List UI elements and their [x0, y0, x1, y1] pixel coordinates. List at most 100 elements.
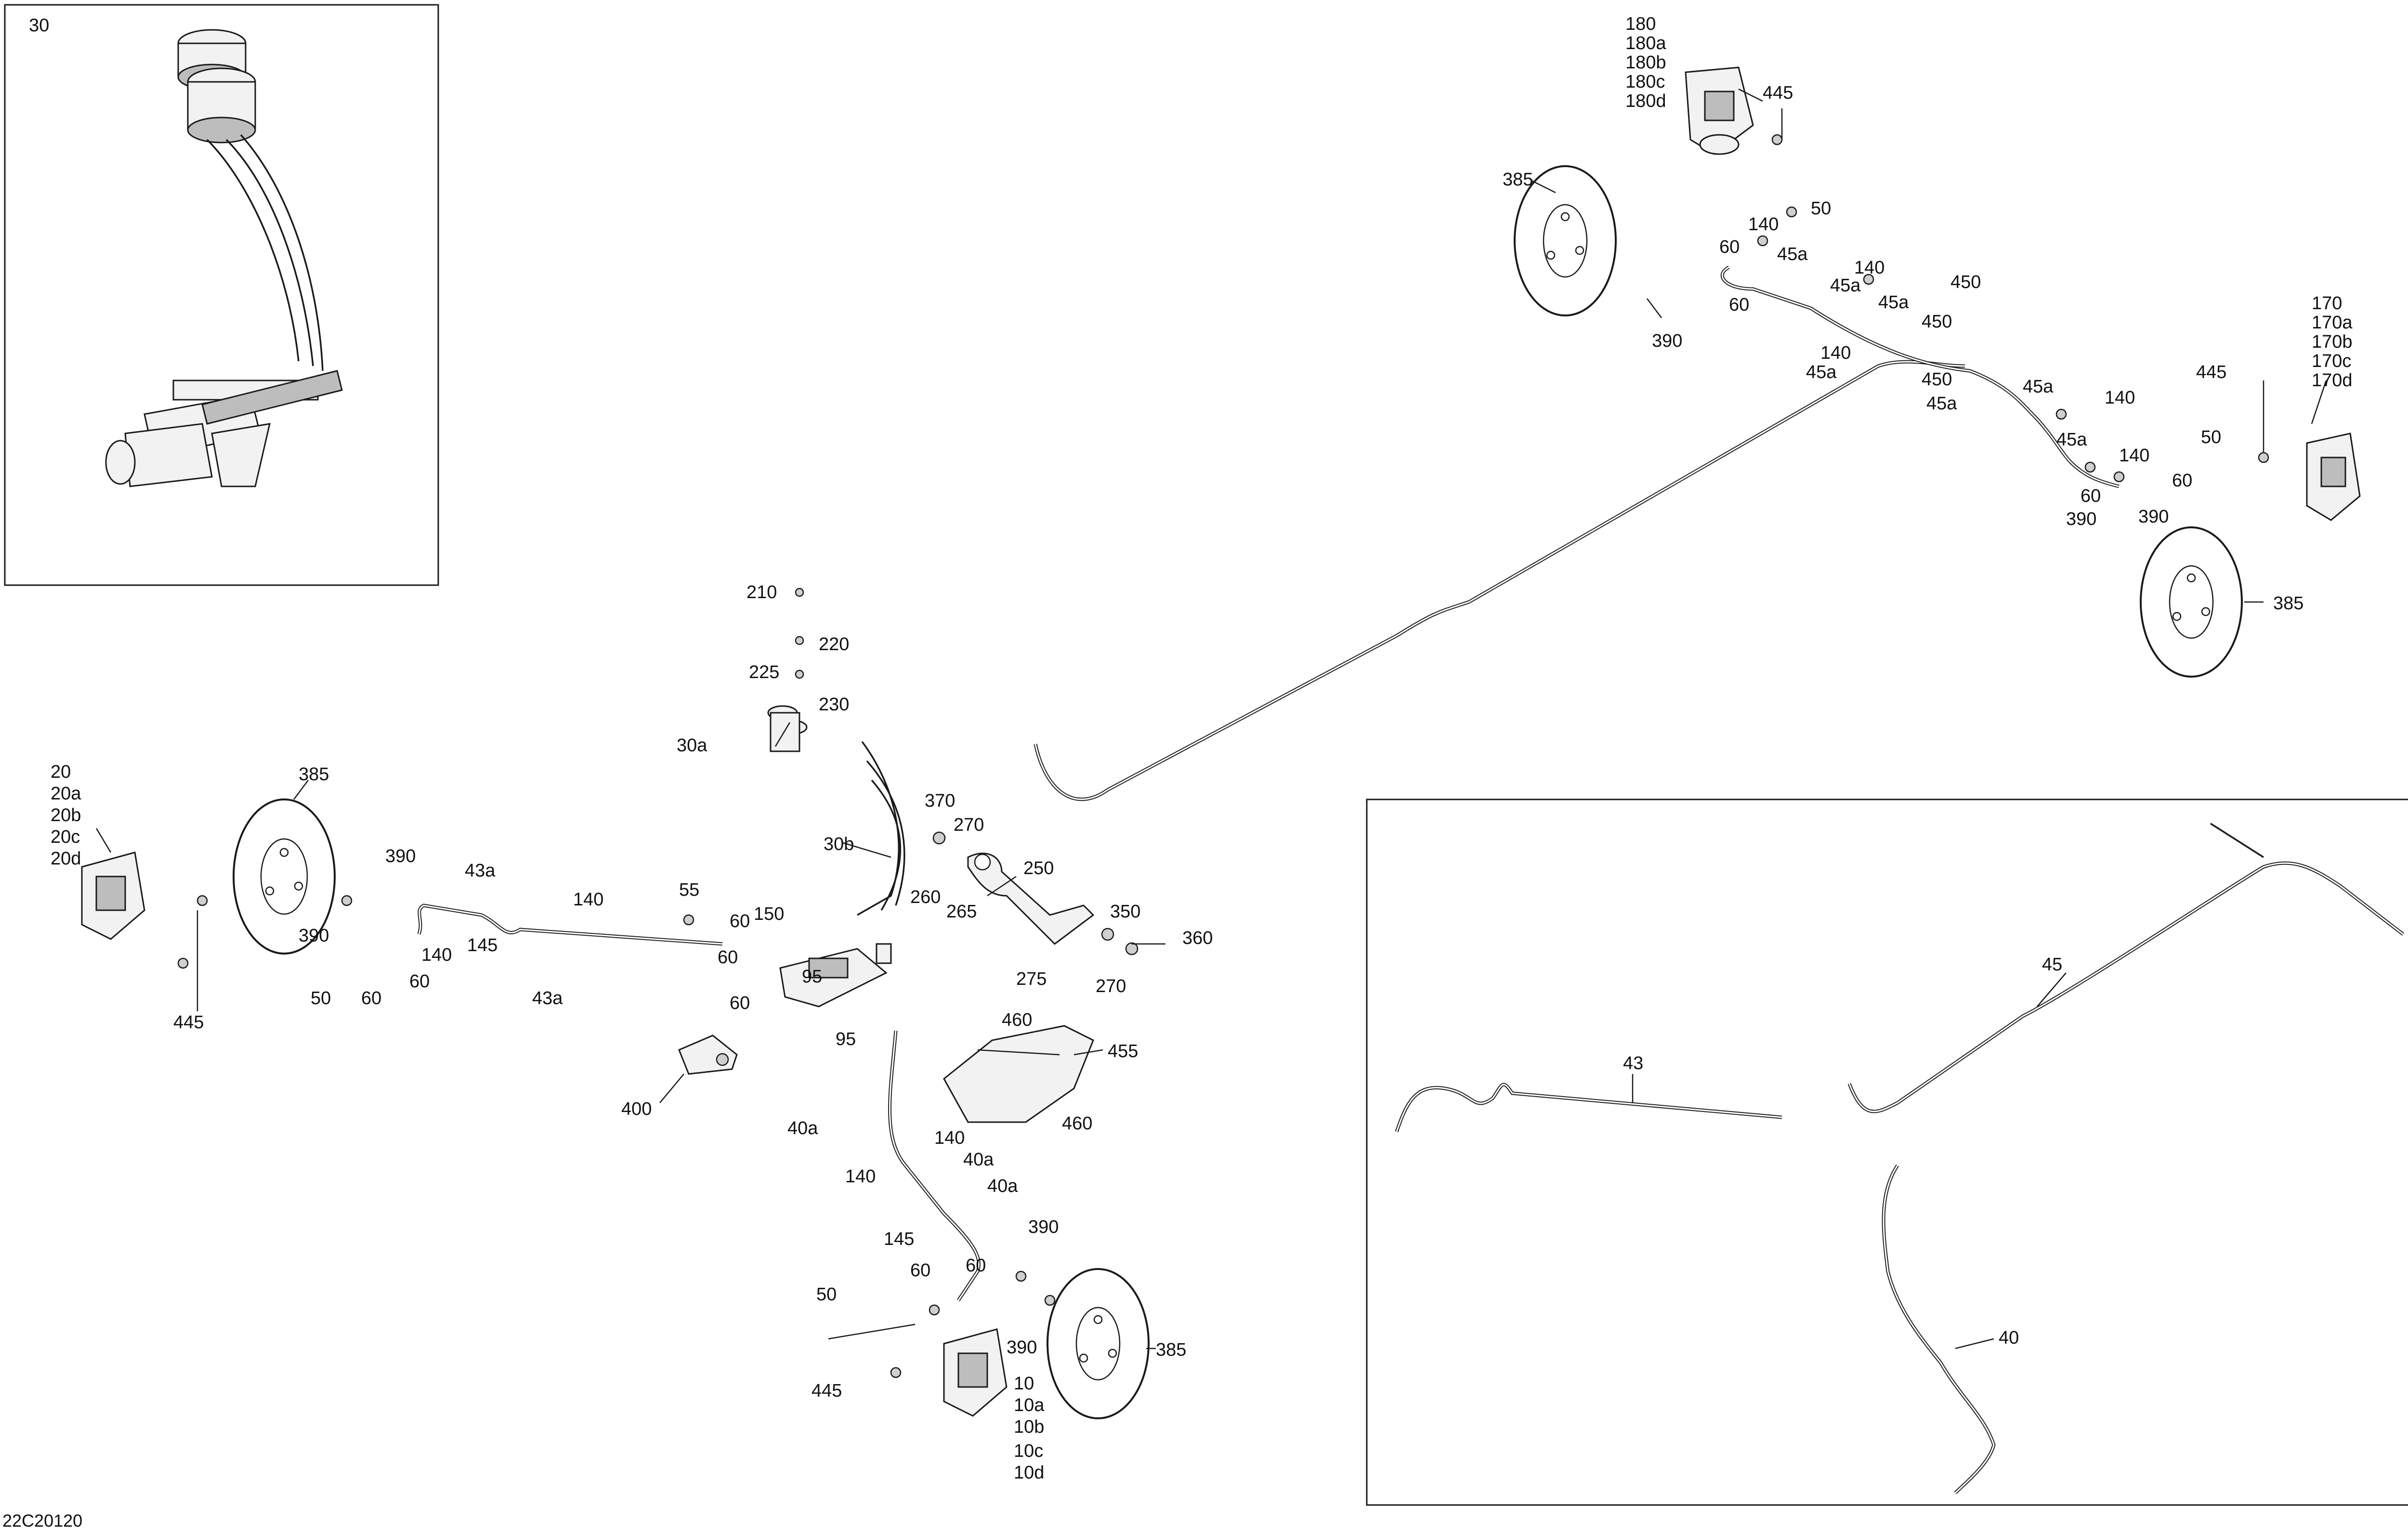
callout-30a: 30a	[677, 735, 707, 756]
callout-460-b: 460	[1062, 1113, 1092, 1134]
callout-150: 150	[754, 904, 784, 924]
callout-390-rear-left-b: 390	[2138, 507, 2169, 527]
callout-10b: 10b	[1014, 1417, 1044, 1437]
callout-45a-b: 45a	[1830, 275, 1861, 296]
callout-220: 220	[819, 634, 849, 654]
callout-20c: 20c	[51, 827, 80, 847]
callout-10: 10	[1014, 1374, 1034, 1394]
callout-40a-a: 40a	[787, 1118, 818, 1138]
callout-445-rear-right: 445	[1763, 83, 1793, 103]
callout-145-a: 145	[467, 935, 497, 955]
callout-180: 180	[1625, 14, 1656, 34]
callout-390-front-right-a: 390	[1028, 1217, 1059, 1237]
callout-385-front-left: 385	[299, 764, 329, 785]
callout-455: 455	[1108, 1041, 1138, 1061]
callout-460-a: 460	[1002, 1010, 1032, 1030]
callout-140-d: 140	[2105, 388, 2135, 408]
callout-60-i: 60	[730, 993, 750, 1013]
callout-60-j: 60	[910, 1260, 930, 1281]
callout-170b: 170b	[2312, 332, 2353, 352]
callout-60-k: 60	[966, 1256, 986, 1276]
callout-140-f: 140	[573, 890, 603, 910]
callout-60-b: 60	[1729, 295, 1749, 315]
callout-45: 45	[2042, 955, 2062, 975]
callout-450-b: 450	[1922, 312, 1952, 332]
callout-180a: 180a	[1625, 33, 1666, 53]
callout-20d: 20d	[51, 849, 81, 869]
callout-60-d: 60	[2081, 486, 2101, 506]
callout-270-b: 270	[1096, 976, 1126, 996]
callout-50-b: 50	[2201, 427, 2221, 447]
callout-250: 250	[1023, 858, 1054, 878]
callout-55: 55	[679, 880, 699, 900]
callout-170: 170	[2312, 293, 2342, 314]
callout-140-a: 140	[1748, 214, 1779, 235]
brake-hoses-30b	[857, 741, 905, 916]
callout-230: 230	[819, 694, 849, 715]
callout-95-b: 95	[836, 1029, 856, 1049]
callout-370: 370	[925, 791, 955, 811]
callout-45a-f: 45a	[2023, 377, 2054, 397]
callout-260: 260	[910, 887, 941, 907]
callout-50-a: 50	[1811, 198, 1831, 219]
callout-20a: 20a	[51, 784, 81, 804]
callout-43a-b: 43a	[532, 988, 563, 1008]
master-cylinder-body	[779, 943, 892, 1008]
callout-390-rear-left-a: 390	[2066, 509, 2096, 529]
line-40-illustration	[1882, 1165, 1996, 1494]
callout-40a-b: 40a	[963, 1150, 994, 1170]
callout-350: 350	[1110, 902, 1140, 922]
rear-right-caliper-illustration	[1685, 66, 1754, 155]
callout-60-a: 60	[1719, 237, 1740, 257]
callout-360: 360	[1182, 928, 1213, 948]
callout-140-e: 140	[2119, 445, 2149, 466]
callout-170c: 170c	[2312, 351, 2351, 371]
front-left-brake-disc	[233, 798, 336, 955]
rear-right-brake-disc	[1514, 165, 1617, 316]
callout-170a: 170a	[2312, 313, 2353, 333]
inset-frame-master-cylinder	[4, 4, 439, 586]
callout-390-front-left-b: 390	[299, 926, 329, 946]
front-right-caliper-illustration	[943, 1328, 1008, 1417]
callout-60-c: 60	[2172, 471, 2192, 491]
callout-385-rear-right: 385	[1503, 170, 1533, 190]
inset-label-30: 30	[29, 15, 49, 36]
callout-45a-d: 45a	[1806, 362, 1837, 382]
callout-50-d: 50	[816, 1284, 837, 1305]
callout-390-front-right-b: 390	[1007, 1337, 1037, 1358]
callout-60-g: 60	[730, 911, 750, 931]
cover-455	[943, 1025, 1094, 1123]
front-left-brake-line	[417, 903, 723, 946]
callout-95-a: 95	[802, 967, 822, 987]
callout-445-rear-left: 445	[2196, 362, 2226, 382]
figure-id: 22C20120	[2, 1511, 82, 1531]
master-cylinder-reservoir-30a	[767, 705, 808, 752]
callout-45a-c: 45a	[1878, 292, 1909, 313]
callout-20b: 20b	[51, 805, 81, 825]
callout-180b: 180b	[1625, 52, 1666, 73]
callout-labels: 180 180a 180b 180c 180d 445 385 140 50 6…	[51, 14, 2353, 1483]
front-left-caliper-illustration	[81, 851, 145, 940]
line-43-illustration	[1395, 1083, 1782, 1133]
callout-43a-a: 43a	[465, 861, 496, 881]
master-cylinder-assembly-illustration	[105, 29, 343, 487]
callout-400: 400	[621, 1099, 652, 1119]
callout-390-rear-right: 390	[1652, 331, 1682, 351]
rear-left-brake-disc	[2140, 526, 2243, 678]
brake-pedal-assembly	[967, 852, 1095, 945]
callout-50-c: 50	[311, 988, 331, 1008]
callout-60-h: 60	[718, 947, 738, 968]
callout-210: 210	[746, 582, 777, 602]
callout-140-h: 140	[934, 1128, 965, 1148]
callout-170d: 170d	[2312, 370, 2353, 391]
rear-left-caliper-illustration	[2306, 432, 2361, 521]
fasteners	[177, 134, 2269, 1378]
leader-lines	[95, 88, 2327, 1349]
line-45-illustration	[1847, 823, 2405, 1113]
callout-140-g: 140	[421, 945, 452, 965]
callout-445-front-right: 445	[811, 1381, 842, 1401]
callout-140-i: 140	[845, 1166, 876, 1187]
brake-switch-400	[678, 1034, 738, 1075]
callout-180c: 180c	[1625, 72, 1665, 92]
